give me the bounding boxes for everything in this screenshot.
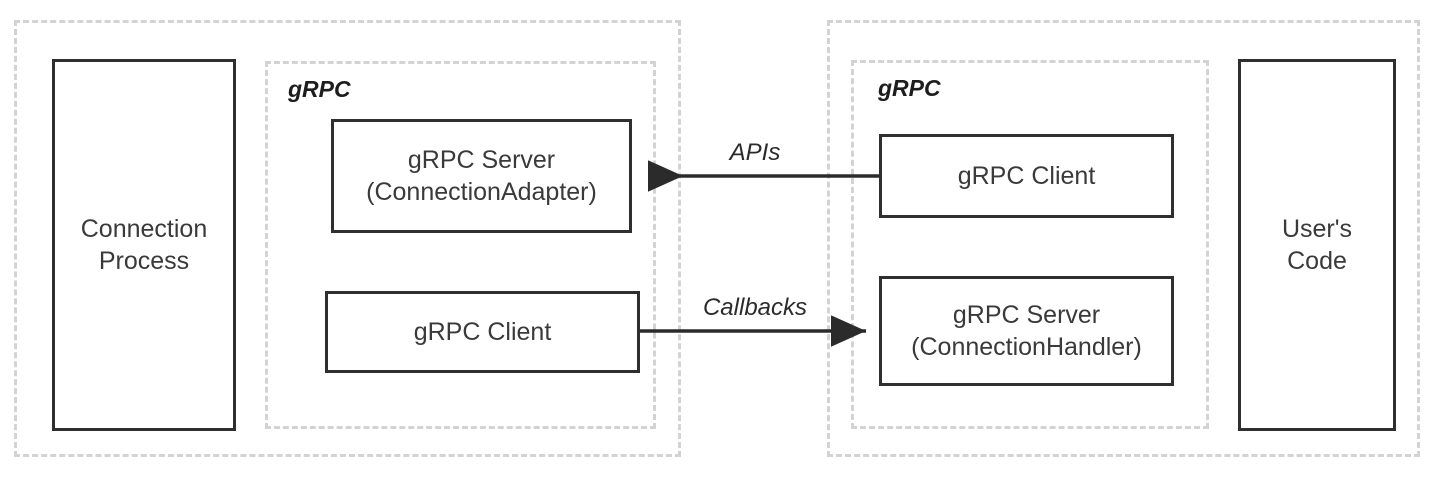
node-grpc-client-right-label: gRPC Client — [957, 161, 1096, 190]
group-left-grpc-label: gRPC — [288, 76, 351, 102]
node-connection-process[interactable]: Connection Process — [52, 59, 236, 431]
group-left-outer — [14, 20, 681, 457]
node-grpc-server-handler[interactable]: gRPC Server (ConnectionHandler) — [879, 276, 1174, 386]
node-grpc-client-right[interactable]: gRPC Client — [879, 134, 1174, 218]
node-grpc-server-adapter[interactable]: gRPC Server (ConnectionAdapter) — [331, 119, 632, 233]
edge-label-apis: APIs — [729, 139, 781, 166]
node-grpc-client-left-label: gRPC Client — [413, 317, 552, 346]
group-right-outer — [827, 20, 1420, 457]
node-users-code[interactable]: User's Code — [1238, 59, 1396, 431]
group-left-grpc — [265, 61, 656, 429]
node-grpc-server-adapter-label: gRPC Server (ConnectionAdapter) — [366, 145, 597, 207]
group-right-grpc — [851, 60, 1209, 429]
node-connection-process-label: Connection Process — [80, 214, 208, 276]
edge-label-callbacks: Callbacks — [702, 294, 808, 321]
node-grpc-client-left[interactable]: gRPC Client — [325, 291, 640, 373]
group-right-grpc-label: gRPC — [878, 75, 941, 101]
node-grpc-server-handler-label: gRPC Server (ConnectionHandler) — [911, 300, 1142, 362]
node-users-code-label: User's Code — [1281, 214, 1353, 276]
